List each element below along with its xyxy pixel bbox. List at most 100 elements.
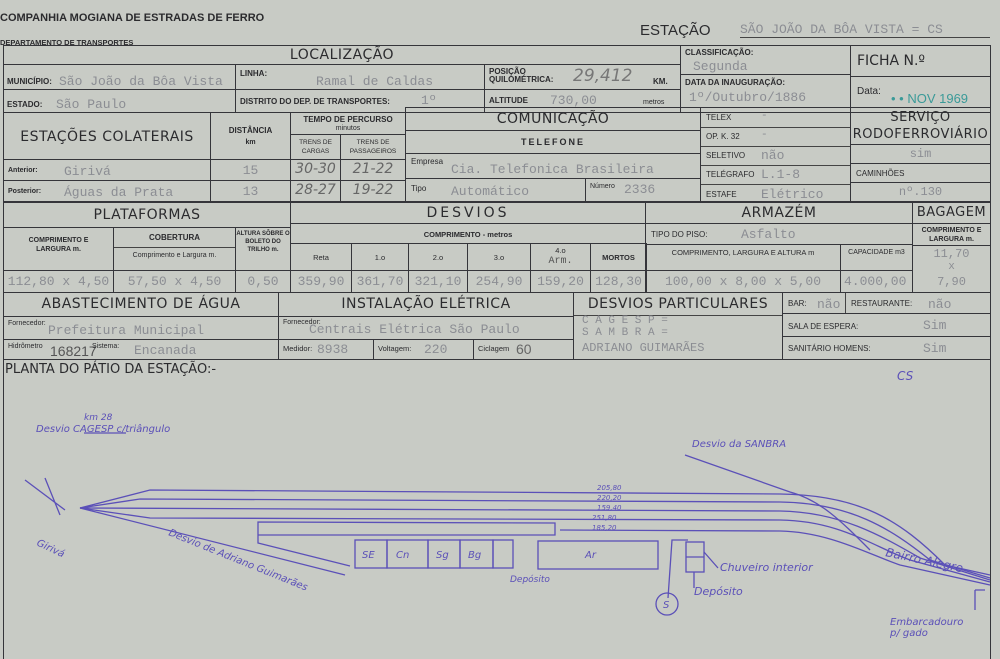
label: COMPRIMENTO E LARGURA m. bbox=[28, 237, 89, 253]
platform-outline bbox=[257, 521, 556, 567]
track-length: 220,20 bbox=[597, 494, 622, 502]
chuveiro-label: Chuveiro interior bbox=[720, 561, 814, 574]
value: Asfalto bbox=[741, 227, 796, 242]
particulares-box: DESVIOS PARTICULARES C A G E S P = S A M… bbox=[573, 292, 783, 360]
value: 112,80 x 4,50 bbox=[7, 274, 110, 289]
embarcadouro-label: Embarcadouro bbox=[890, 617, 963, 628]
label: COMPRIMENTO, LARGURA E ALTURA m bbox=[671, 248, 815, 257]
label: Fornecedor: bbox=[8, 320, 46, 327]
station: Águas da Prata bbox=[64, 185, 174, 200]
value: 730,00 bbox=[550, 93, 597, 108]
localizacao-title: LOCALIZAÇÃO bbox=[289, 47, 395, 63]
value: 28-27 bbox=[295, 182, 336, 198]
value-2: 7,90 bbox=[937, 275, 966, 289]
value: 254,90 bbox=[475, 274, 523, 289]
sublabel: Comprimento e Largura m. bbox=[114, 247, 235, 260]
unit: metros bbox=[643, 99, 665, 106]
title: DESVIOS PARTICULARES bbox=[574, 296, 782, 316]
value: 220 bbox=[424, 342, 448, 357]
label: 3.o bbox=[493, 253, 505, 262]
sanbra-label: Desvio da SANBRA bbox=[692, 439, 786, 450]
label: Empresa bbox=[411, 157, 444, 166]
value-1: 11,70 bbox=[933, 247, 970, 261]
label: TELÉGRAFO bbox=[706, 170, 755, 179]
value: Centrais Elétrica São Paulo bbox=[309, 322, 520, 337]
value: 15 bbox=[242, 163, 259, 178]
label: POSIÇÃO QUILOMÉTRICA: bbox=[489, 67, 554, 84]
label: TIPO DO PISO: bbox=[651, 230, 708, 239]
value: Sim bbox=[923, 318, 947, 333]
value: 4.000,00 bbox=[844, 274, 907, 289]
building-ar bbox=[537, 540, 659, 570]
label: Fornecedor: bbox=[283, 319, 321, 326]
title: COMUNICAÇÃO bbox=[496, 111, 610, 127]
track-length: 185,20 bbox=[592, 524, 617, 532]
value: 30-30 bbox=[295, 161, 336, 177]
label: Sistema: bbox=[92, 343, 120, 350]
label: Tipo bbox=[411, 184, 427, 193]
title: SERVIÇO bbox=[890, 110, 951, 125]
building-deposito-small bbox=[492, 539, 514, 569]
value: 0,50 bbox=[247, 274, 279, 289]
track-3 bbox=[79, 507, 991, 581]
divider bbox=[845, 293, 846, 313]
embarcadouro-ramp bbox=[974, 589, 985, 610]
building-label: Cn bbox=[396, 550, 409, 561]
value: 1º bbox=[421, 93, 437, 108]
value: - bbox=[761, 110, 768, 122]
value: 13 bbox=[242, 184, 259, 199]
value: sim bbox=[909, 147, 932, 161]
building-label: SE bbox=[362, 550, 375, 561]
value: Automático bbox=[451, 184, 530, 199]
value: 100,00 x 8,00 x 5,00 bbox=[664, 274, 822, 289]
value: 359,90 bbox=[297, 274, 345, 289]
track-length: 205,80 bbox=[597, 484, 622, 492]
value: 2336 bbox=[624, 182, 656, 197]
value: 168217 bbox=[50, 343, 97, 359]
label: Posterior: bbox=[8, 188, 42, 195]
value: Sim bbox=[923, 341, 947, 356]
deposito-label: Depósito bbox=[694, 585, 743, 598]
label: CLASSIFICAÇÃO: bbox=[685, 48, 754, 57]
label: TRENS DE CARGAS bbox=[299, 139, 332, 155]
label: FICHA N.º bbox=[857, 53, 926, 69]
value: Segunda bbox=[693, 59, 748, 74]
line: ADRIANO GUIMARÃES bbox=[582, 341, 705, 355]
value: não bbox=[761, 148, 785, 163]
date-stamp: • • NOV 1969 bbox=[891, 91, 969, 106]
label: SALA DE ESPERA: bbox=[788, 322, 859, 331]
seletivo-row: SELETIVO não bbox=[701, 146, 850, 166]
value: 128,30 bbox=[595, 274, 642, 289]
track-1 bbox=[79, 489, 991, 576]
label: TELEX bbox=[706, 113, 732, 122]
unit: km bbox=[245, 139, 256, 146]
label: DISTÂNCIA bbox=[228, 126, 273, 135]
company-name: COMPANHIA MOGIANA DE ESTRADAS DE FERRO bbox=[0, 12, 265, 24]
desvio-adriano-track bbox=[79, 507, 346, 576]
station-label: ESTAÇÃO bbox=[640, 22, 711, 39]
value: - bbox=[761, 129, 768, 141]
label: Data: bbox=[857, 86, 881, 97]
deposito-label-2: Depósito bbox=[510, 574, 550, 585]
building-label: Bg bbox=[468, 550, 481, 561]
s-label: S bbox=[663, 600, 670, 611]
data-field: Data: • • NOV 1969 bbox=[850, 76, 991, 113]
value: São Paulo bbox=[56, 97, 127, 112]
km-label: km 28 bbox=[84, 413, 113, 423]
label: SELETIVO bbox=[706, 151, 746, 160]
value: 60 bbox=[516, 341, 532, 357]
label: ALTITUDE bbox=[489, 96, 528, 105]
value: 159,20 bbox=[537, 274, 584, 289]
label: ESTADO: bbox=[7, 100, 43, 109]
department-name: DEPARTAMENTO DE TRANSPORTES bbox=[0, 38, 134, 47]
planta-frame bbox=[3, 359, 991, 659]
embarcadouro-label-2: p/ gado bbox=[889, 628, 928, 639]
planta-title: PLANTA DO PÁTIO DA ESTAÇÃO:- bbox=[5, 362, 217, 377]
label: BAR: bbox=[788, 299, 807, 308]
girivá-label: Girivá bbox=[35, 537, 67, 560]
track-length: 159,40 bbox=[597, 504, 622, 512]
